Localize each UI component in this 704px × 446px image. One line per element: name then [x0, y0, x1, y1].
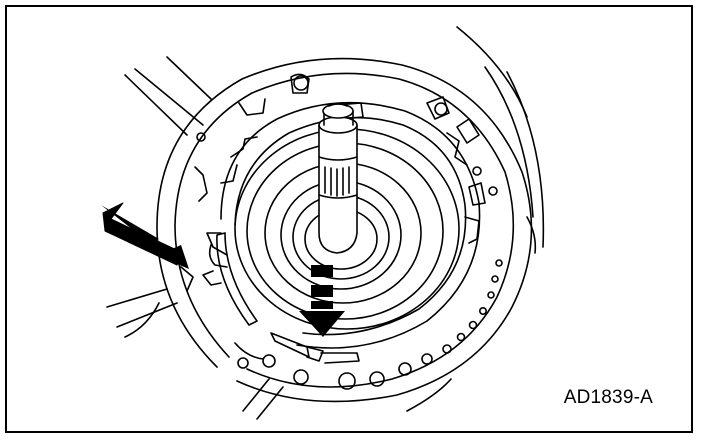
case-casting-lines: [106, 26, 545, 420]
figure-label: AD1839-A: [563, 387, 653, 408]
bolt-hole-pattern: [237, 259, 503, 390]
input-shaft: [318, 103, 358, 254]
clutch-housing: [206, 101, 481, 349]
left-indicator-arrow-head: [101, 205, 189, 269]
dashed-down-arrow: [299, 265, 345, 337]
figure-frame: AD1839-A: [5, 5, 693, 433]
snap-ring: [202, 232, 360, 364]
transmission-diagram: [101, 26, 545, 420]
